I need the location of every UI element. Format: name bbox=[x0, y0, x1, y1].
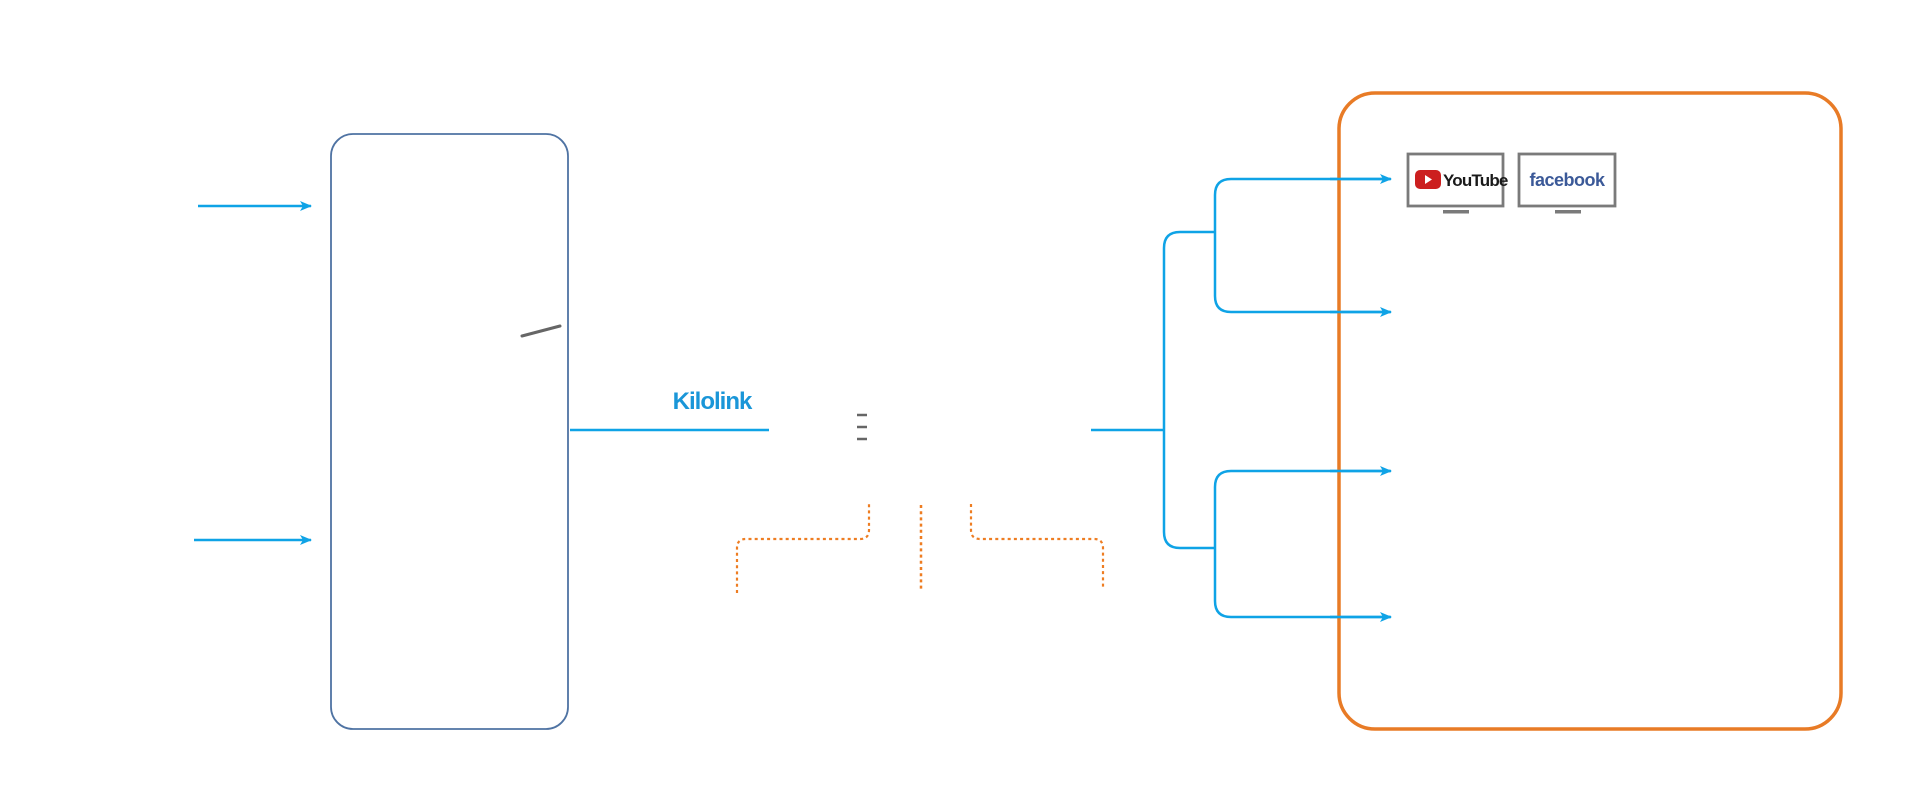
destination-platforms-box bbox=[1337, 91, 1843, 731]
facebook-monitor: facebook bbox=[1517, 152, 1617, 214]
monitor-frame bbox=[1517, 152, 1617, 208]
youtube-monitor: YouTube bbox=[1406, 152, 1509, 214]
monitor-stand bbox=[1443, 210, 1469, 214]
distribution-tree bbox=[1091, 177, 1390, 619]
monitor-stand bbox=[1555, 210, 1581, 214]
source-device-box bbox=[330, 133, 569, 730]
facebook-label: facebook bbox=[1529, 170, 1606, 190]
slash-mark bbox=[520, 324, 562, 338]
dotted-path-left bbox=[735, 504, 871, 593]
play-triangle-icon bbox=[1425, 175, 1432, 184]
youtube-label: YouTube bbox=[1443, 171, 1508, 190]
stacked-dashes-icon bbox=[857, 413, 867, 441]
dotted-path-right bbox=[969, 504, 1105, 588]
kilolink-label: Kilolink bbox=[673, 388, 753, 415]
